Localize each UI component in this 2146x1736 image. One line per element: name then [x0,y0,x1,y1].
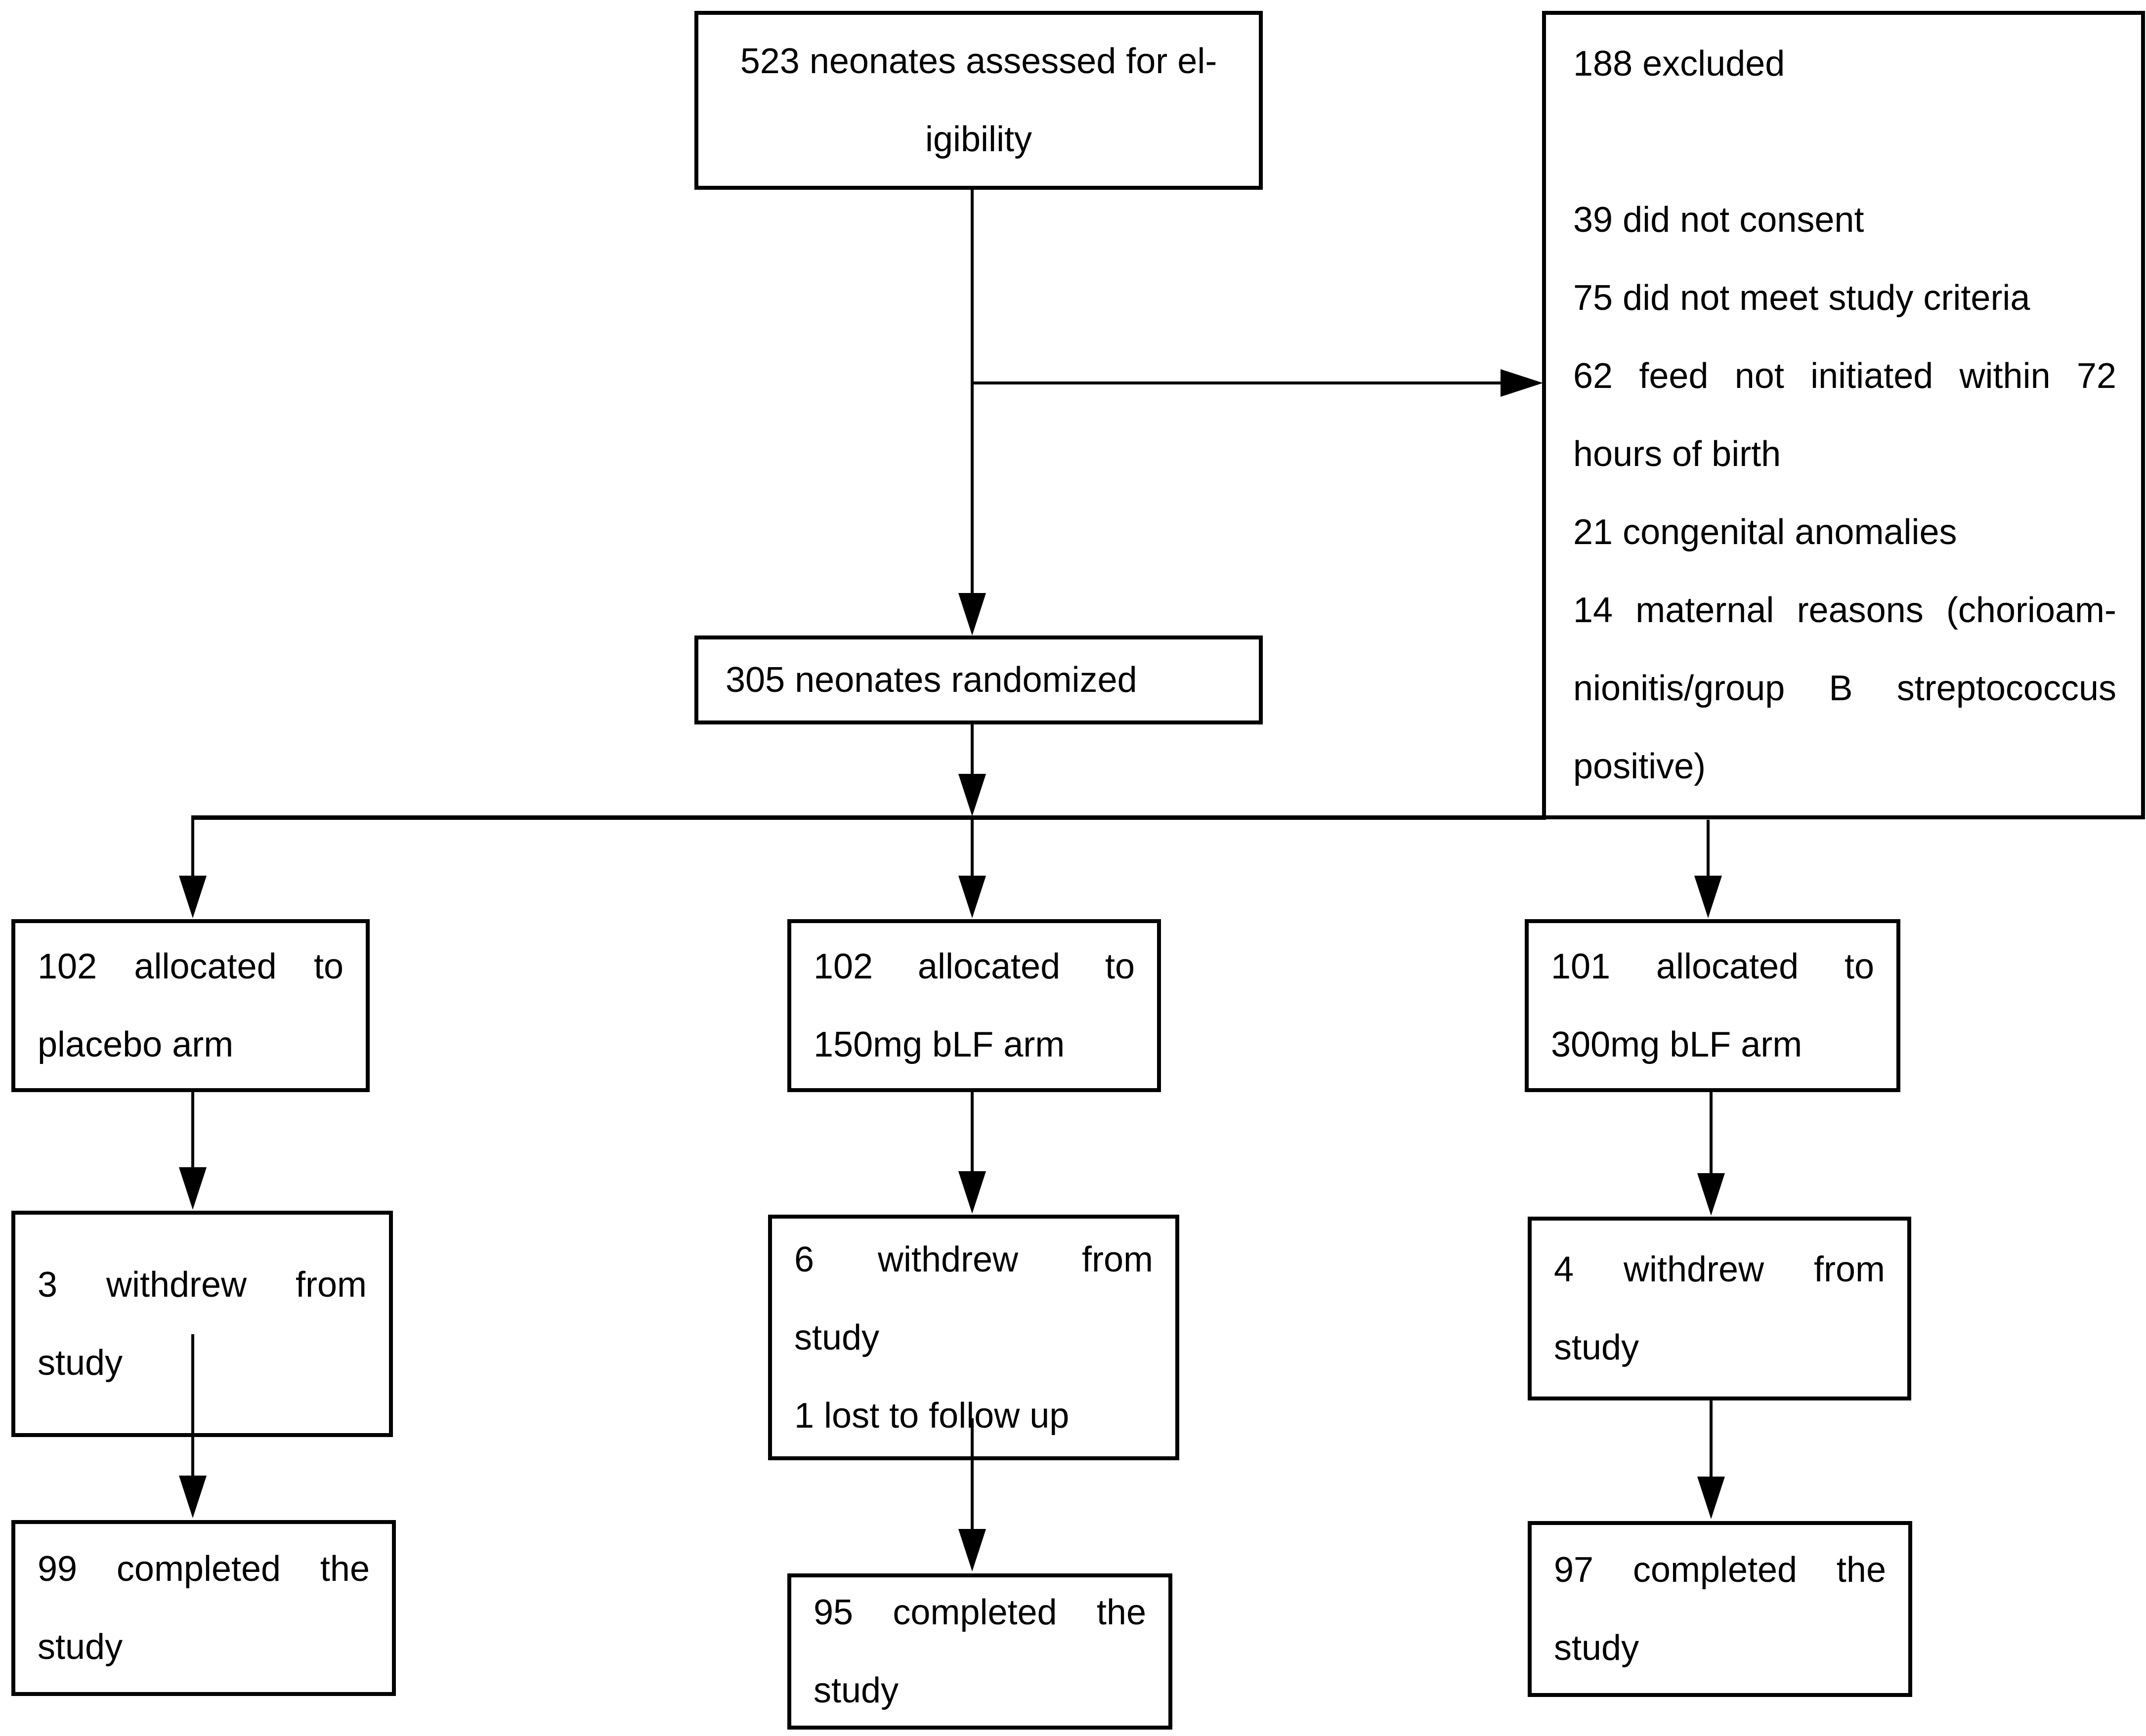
box-allocated-placebo: 102 allocated to placebo arm [11,919,370,1092]
completed-150mg-line-1: 95 completed the [814,1593,1146,1632]
box-allocated-300mg-blf: 101 allocated to 300mg bLF arm [1525,919,1900,1092]
withdrew-300mg-line-1: 4 withdrew from [1554,1250,1885,1289]
box-allocated-150mg-blf: 102 allocated to 150mg bLF arm [787,919,1161,1092]
withdrew-150mg-line-1: 6 withdrew from [794,1239,1153,1279]
box-excluded: 188 excluded 39 did not consent 75 did n… [1542,11,2145,819]
excluded-item: 75 did not meet study criteria [1573,278,2030,318]
connector-allocated-to-withdrew-150mg [971,1092,974,1172]
arrowhead-branch-to-300mg [1694,876,1722,918]
excluded-item: 14 maternal reasons (chorioam- [1573,591,2116,630]
excluded-item: hours of birth [1573,434,1781,474]
allocated-placebo-line-1: 102 allocated to [38,947,343,986]
excluded-item: 62 feed not initiated within 72 [1573,356,2116,396]
allocated-300mg-line-2: 300mg bLF arm [1551,1025,1803,1064]
connector-allocated-to-withdrew-300mg [1710,1092,1713,1174]
completed-placebo-line-1: 99 completed the [38,1549,370,1589]
completed-150mg-line-2: study [814,1671,899,1710]
arrowhead-to-excluded [1501,369,1543,397]
excluded-item: nionitis/group B streptococcus [1573,669,2116,708]
completed-300mg-line-1: 97 completed the [1554,1550,1886,1590]
connector-allocated-to-withdrew-placebo [191,1092,194,1168]
box-withdrew-300mg-blf: 4 withdrew from study [1528,1217,1911,1400]
arrowhead-randomized-to-branch [958,774,986,816]
arrowhead-assessed-to-randomized [958,593,986,635]
box-assessed-eligibility: 523 neonates assessed for el- igibility [694,11,1263,190]
box-completed-150mg-blf: 95 completed the study [787,1573,1172,1730]
allocated-300mg-line-1: 101 allocated to [1551,947,1874,986]
arrowhead-withdrew-to-completed-placebo [179,1476,207,1518]
allocated-150mg-line-1: 102 allocated to [814,947,1135,986]
connector-assessed-to-randomized [971,190,974,594]
assessed-line-1: 523 neonates assessed for el- [740,42,1217,81]
excluded-item: 21 congenital anomalies [1573,512,1957,552]
connector-branch-to-placebo [191,815,194,877]
arrowhead-allocated-to-withdrew-150mg [958,1171,986,1214]
connector-withdrew-to-completed-150mg [971,1418,974,1530]
completed-300mg-line-2: study [1554,1628,1639,1668]
allocated-150mg-line-2: 150mg bLF arm [814,1025,1065,1064]
withdrew-300mg-line-2: study [1554,1328,1639,1367]
arrowhead-branch-to-placebo [179,876,207,918]
connector-withdrew-to-completed-placebo [191,1334,194,1477]
excluded-item: positive) [1573,747,1706,786]
arrowhead-allocated-to-withdrew-placebo [179,1167,207,1210]
connector-branch-to-150mg [971,820,974,877]
excluded-item: 39 did not consent [1573,200,1864,240]
connector-branch-to-300mg [1707,820,1710,877]
connector-to-excluded [972,381,1502,384]
withdrew-150mg-line-2: study [794,1317,880,1357]
branch-line [192,815,1546,820]
withdrew-150mg-line-3: 1 lost to follow up [794,1396,1070,1436]
arrowhead-withdrew-to-completed-300mg [1697,1477,1725,1519]
box-completed-placebo: 99 completed the study [11,1520,396,1696]
arrowhead-allocated-to-withdrew-300mg [1697,1173,1725,1216]
box-randomized: 305 neonates randomized [694,635,1263,724]
assessed-line-2: igibility [925,120,1032,159]
connector-randomized-to-branch [971,724,974,775]
withdrew-placebo-line-1: 3 withdrew from [38,1265,367,1305]
arrowhead-withdrew-to-completed-150mg [958,1529,986,1571]
box-completed-300mg-blf: 97 completed the study [1528,1521,1912,1697]
box-withdrew-placebo: 3 withdrew from study [11,1211,393,1437]
connector-withdrew-to-completed-300mg [1710,1400,1713,1478]
box-withdrew-150mg-blf: 6 withdrew from study 1 lost to follow u… [768,1215,1179,1460]
arrowhead-branch-to-150mg [958,876,986,918]
completed-placebo-line-2: study [38,1627,123,1667]
withdrew-placebo-line-2: study [38,1343,123,1383]
randomized-line: 305 neonates randomized [726,660,1137,700]
excluded-title: 188 excluded [1573,44,1785,84]
allocated-placebo-line-2: placebo arm [38,1025,234,1064]
